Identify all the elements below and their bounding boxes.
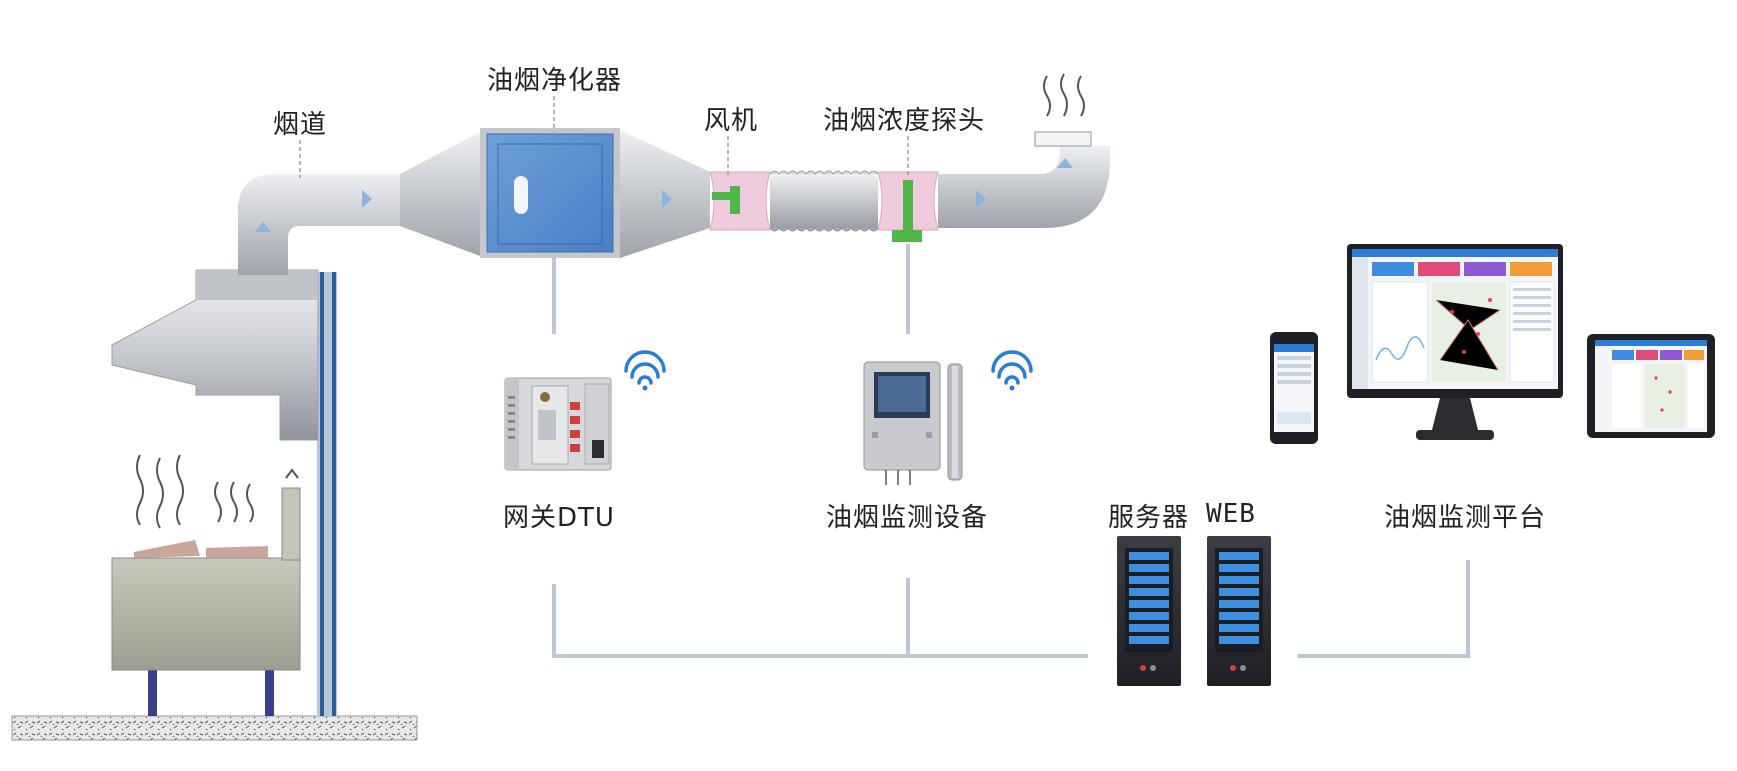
smoke-icon	[136, 454, 254, 529]
range-hood	[111, 269, 319, 441]
arrow-icon	[362, 190, 372, 208]
server-rack-1	[1117, 536, 1181, 686]
wall-pillar-edge-right	[332, 272, 336, 716]
flue-duct	[238, 132, 480, 275]
exhaust-smoke-icon	[1043, 73, 1085, 117]
arrow-icon-up	[1057, 158, 1073, 168]
desktop-monitor	[1347, 244, 1563, 440]
wifi-icon	[624, 350, 666, 391]
label-leaders	[299, 96, 909, 178]
web-label: WEB	[1206, 499, 1256, 529]
arrow-icon-up	[255, 222, 271, 232]
fume-monitoring-device	[863, 361, 963, 485]
probe-label: 油烟浓度探头	[823, 106, 986, 136]
gateway-label: 网关DTU	[503, 503, 615, 533]
network-lines	[552, 244, 1470, 658]
outlet-duct	[938, 131, 1110, 228]
arrow-icon	[976, 190, 986, 208]
fan-section	[709, 171, 771, 231]
platform-label: 油烟监测平台	[1384, 503, 1547, 533]
flexible-bellows	[769, 170, 879, 232]
monitor-device-label: 油烟监测设备	[826, 503, 989, 533]
concentration-probe-section	[877, 171, 939, 242]
wifi-icon	[991, 350, 1033, 391]
fan-label: 风机	[704, 106, 759, 136]
gateway-dtu-device	[504, 377, 612, 471]
wall-pillar-edge-left	[320, 272, 324, 716]
server-label: 服务器	[1108, 503, 1190, 533]
arrow-icon	[662, 190, 672, 208]
oil-fume-purifier	[480, 128, 710, 258]
flue-label: 烟道	[273, 110, 328, 140]
phone-device	[1270, 332, 1318, 444]
ground-slab	[11, 715, 418, 741]
purifier-label: 油烟净化器	[487, 66, 623, 96]
tablet-device	[1587, 334, 1715, 438]
stove	[111, 468, 301, 716]
server-rack-2	[1207, 536, 1271, 686]
